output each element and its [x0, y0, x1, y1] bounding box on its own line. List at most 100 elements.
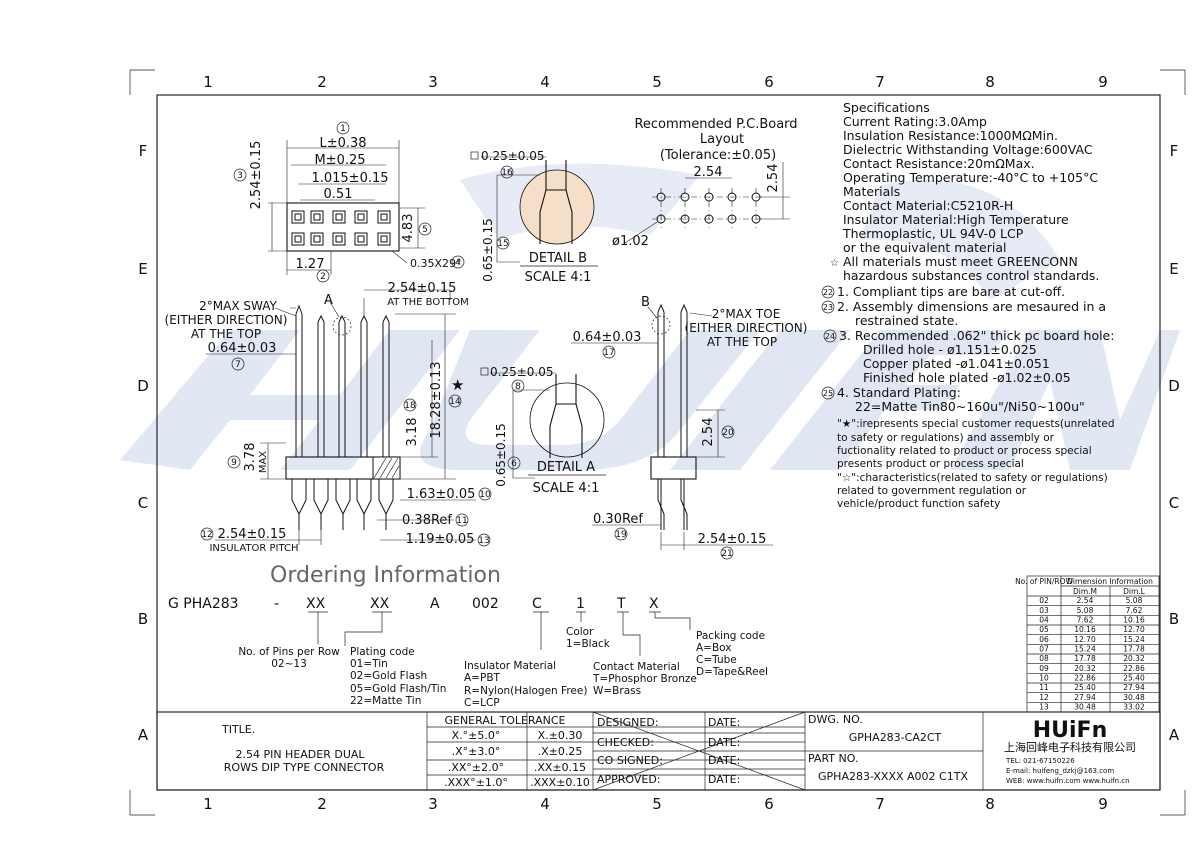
- note-line: Copper plated -ø1.041±0.051: [863, 356, 1050, 371]
- code-contact-color: 1: [576, 596, 585, 612]
- detail-a-marker: A: [324, 293, 333, 308]
- detail-b-height: 0.65±0.15: [481, 218, 495, 282]
- contact-line: Contact Material: [593, 661, 680, 673]
- table-cell: 11: [1039, 683, 1049, 692]
- table-cell: 06: [1039, 635, 1049, 644]
- table-cell: 20.32: [1123, 654, 1145, 663]
- balloon: 11: [456, 516, 467, 526]
- table-cell: 10.16: [1123, 616, 1145, 625]
- insulator-line: Insulator Material: [464, 660, 556, 672]
- table-cell: 7.62: [1126, 606, 1143, 615]
- detail-a-flat: 0.25±0.05: [490, 365, 554, 379]
- grid-row-label: C: [138, 494, 148, 512]
- front-max-word: MAX: [258, 451, 269, 473]
- detail-b-scale: SCALE 4:1: [525, 270, 592, 285]
- grid-col-label: 4: [540, 795, 550, 813]
- tolerance-linear: X.±0.30: [538, 729, 583, 742]
- table-cell: 15.24: [1074, 645, 1096, 654]
- color-line: Color: [566, 626, 594, 638]
- material-line: Contact Material:C5210R-H: [843, 198, 1013, 213]
- spec-line: Current Rating:3.0Amp: [843, 114, 987, 129]
- greenconn-line: All materials must meet GREENCONN: [843, 254, 1078, 269]
- plating-line: Plating code: [350, 646, 415, 658]
- legend-line: to safety or regulations) and assembly o…: [837, 432, 1055, 444]
- table-cell: 22.86: [1074, 674, 1096, 683]
- role-designed: DESIGNED:: [597, 716, 659, 729]
- balloon: 13: [478, 536, 489, 546]
- balloon: 8: [515, 382, 521, 392]
- grid-col-label: 6: [764, 73, 774, 91]
- table-cell: 25.40: [1123, 674, 1145, 683]
- grid-row-labels-right: F E D C B A: [1168, 142, 1180, 744]
- role-cosigned: CO SIGNED:: [597, 754, 663, 767]
- table-cell: 12.70: [1074, 635, 1096, 644]
- table-cell: 5.08: [1126, 596, 1143, 605]
- pins-range: 02~13: [271, 658, 307, 670]
- table-cell: 33.02: [1123, 703, 1145, 712]
- sway-line: AT THE TOP: [191, 327, 261, 341]
- grid-col-label: 3: [428, 795, 438, 813]
- packing-line: C=Tube: [696, 654, 737, 666]
- legend-line: fuctionality related to product or proce…: [837, 445, 1092, 457]
- table-header: Dim.L: [1123, 587, 1146, 596]
- grid-col-label: 8: [985, 73, 995, 91]
- legend-line: vehicle/product function safety: [837, 498, 1000, 510]
- part-label: PART NO.: [808, 752, 858, 765]
- tolerance-linear: .XX±0.15: [534, 761, 586, 774]
- code-plating: XX: [370, 596, 390, 612]
- balloon: 14: [449, 397, 461, 407]
- code-color: C: [532, 596, 542, 612]
- pcb-hole: ø1.02: [612, 234, 649, 249]
- side-pitch: 2.54±0.15: [698, 532, 767, 547]
- detail-b-flat: 0.25±0.05: [481, 149, 545, 163]
- balloon: 16: [501, 168, 513, 178]
- code-dash: -: [274, 596, 279, 612]
- side-ref: 0.30Ref: [593, 512, 643, 527]
- company-name: 上海回峰电子科技有限公司: [1004, 740, 1136, 754]
- grid-col-label: 5: [652, 73, 662, 91]
- table-cell: 04: [1039, 616, 1049, 625]
- tolerance-angle: .XXX°±1.0°: [444, 776, 508, 789]
- balloon: 9: [231, 458, 237, 468]
- grid-col-label: 7: [875, 73, 885, 91]
- front-upper-height: 3.18: [405, 418, 420, 447]
- ordering-information: Ordering Information G PHA283 - XX XX A …: [168, 563, 768, 709]
- title-line: 2.54 PIN HEADER DUAL: [235, 748, 365, 761]
- side-pin-width: 0.64±0.03: [573, 330, 642, 345]
- insulator-line: C=LCP: [464, 697, 500, 709]
- front-view: A 2°MAX SWAY (EITHER DIRECTION) AT THE T…: [165, 281, 492, 554]
- spec-line: Operating Temperature:-40°C to +105°C: [843, 170, 1098, 185]
- table-cell: 25.40: [1074, 683, 1096, 692]
- table-cell: 17.78: [1123, 645, 1145, 654]
- code-insulator: A: [430, 596, 440, 612]
- table-cell: 30.48: [1074, 703, 1096, 712]
- dim-051: 0.51: [324, 187, 353, 202]
- table-cell: 02: [1039, 596, 1049, 605]
- grid-row-label: A: [1169, 726, 1180, 744]
- material-line: Insulator Material:High Temperature: [843, 212, 1069, 227]
- tolerance-linear: .X±0.25: [538, 745, 583, 758]
- table-header: Dim.M: [1073, 587, 1097, 596]
- grid-col-label: 9: [1098, 73, 1108, 91]
- balloon: 6: [511, 459, 517, 469]
- tolerance-angle: X.°±5.0°: [452, 729, 501, 742]
- note-line: 2. Assembly dimensions are mesaured in a: [837, 299, 1106, 314]
- plating-line: 05=Gold Flash/Tin: [350, 683, 446, 695]
- detail-b-label: DETAIL B: [529, 251, 587, 266]
- detail-a-label: DETAIL A: [537, 460, 595, 475]
- title-label: TITLE.: [221, 723, 255, 736]
- pcb-pitch-x: 2.54: [694, 165, 723, 180]
- material-line: or the equivalent material: [843, 240, 1006, 255]
- detail-b-marker: B: [641, 295, 650, 310]
- balloon: 20: [722, 428, 734, 438]
- grid-col-label: 1: [203, 795, 213, 813]
- grid-row-label: E: [1169, 260, 1178, 278]
- dwg-label: DWG. NO.: [808, 713, 863, 726]
- star-outline-icon: ☆: [830, 258, 839, 269]
- tolerance-heading: GENERAL TOLERANCE: [444, 714, 565, 727]
- grid-row-label: C: [1169, 494, 1179, 512]
- dim-1015: 1.015±0.15: [311, 171, 388, 186]
- balloon: 25: [823, 389, 833, 398]
- table-header: Dimension Information: [1067, 577, 1153, 586]
